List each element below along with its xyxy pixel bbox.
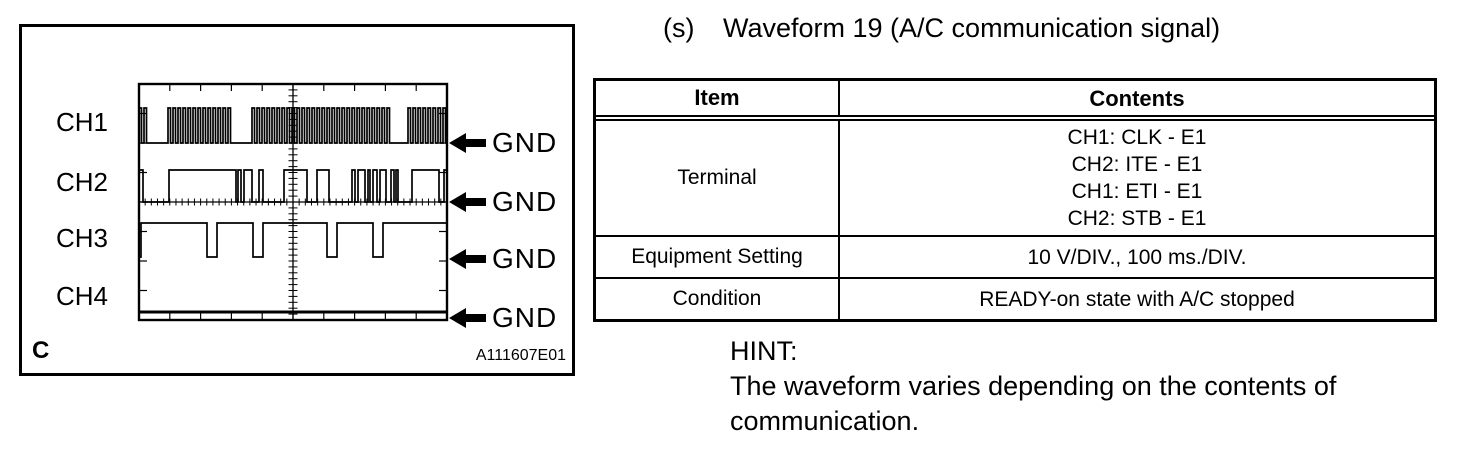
table-row: Terminal CH1: CLK - E1 CH2: ITE - E1 CH1: E…: [596, 121, 1434, 235]
ch2-trace: [138, 169, 448, 203]
figure-corner-label: C: [32, 337, 50, 364]
contents-line: CH2: STB - E1: [1067, 207, 1207, 230]
contents-line: 10 V/DIV., 100 ms./DIV.: [1027, 245, 1247, 269]
gnd-label: GND: [492, 302, 558, 333]
table-body: Terminal CH1: CLK - E1 CH2: ITE - E1 CH1: E…: [596, 121, 1434, 319]
contents-cell: CH1: CLK - E1 CH2: ITE - E1 CH1: ETI - E1 C…: [840, 121, 1434, 235]
hint-line: communication.: [730, 406, 920, 436]
gnd-marker: GND: [449, 302, 558, 333]
oscilloscope-grid: [137, 82, 449, 322]
figure-code: A111607E01: [475, 347, 566, 364]
left-arrow-icon: [449, 249, 486, 269]
channel-label-ch3: CH3: [55, 223, 108, 253]
hint-line: The waveform varies depending on the con…: [730, 371, 1337, 401]
col-header-item: Item: [596, 81, 840, 115]
spec-table: Item Contents Terminal CH1: CLK - E1 CH2: …: [593, 78, 1437, 322]
gnd-label: GND: [492, 186, 558, 217]
channel-label-ch2: CH2: [55, 167, 108, 197]
contents-cell: READY-on state with A/C stopped: [840, 279, 1434, 319]
contents-line: CH1: CLK - E1: [1067, 126, 1207, 149]
section-index: (s): [663, 13, 695, 43]
contents-cell: 10 V/DIV., 100 ms./DIV.: [840, 237, 1434, 277]
channel-label-ch1: CH1: [55, 107, 108, 137]
table-header-row: Item Contents: [596, 81, 1434, 121]
gnd-label: GND: [492, 127, 558, 158]
gnd-marker: GND: [449, 127, 558, 158]
contents-line: CH2: ITE - E1: [1071, 153, 1203, 176]
contents-line: CH1: ETI - E1: [1071, 180, 1203, 203]
item-cell: Terminal: [596, 121, 840, 235]
table-row: Equipment Setting 10 V/DIV., 100 ms./DIV.: [596, 235, 1434, 277]
col-header-contents: Contents: [1089, 85, 1185, 111]
left-arrow-icon: [449, 192, 486, 212]
item-cell: Condition: [596, 279, 840, 319]
hint-label: HINT:: [730, 336, 798, 366]
item-cell: Equipment Setting: [596, 237, 840, 277]
hint-block: HINT: The waveform varies depending on t…: [730, 334, 1336, 439]
section-title: Waveform 19 (A/C communication signal): [723, 13, 1221, 43]
gnd-marker: GND: [449, 186, 558, 217]
gnd-label: GND: [492, 243, 558, 274]
contents-line: READY-on state with A/C stopped: [979, 287, 1295, 311]
gnd-marker: GND: [449, 243, 558, 274]
left-arrow-icon: [449, 308, 486, 328]
table-row: Condition READY-on state with A/C stopped: [596, 277, 1434, 319]
left-arrow-icon: [449, 133, 486, 153]
ch1-trace: [138, 107, 447, 144]
channel-label-ch4: CH4: [55, 281, 108, 311]
ch3-trace: [139, 222, 448, 258]
section-heading: (s) Waveform 19 (A/C communication signal…: [663, 13, 1220, 44]
